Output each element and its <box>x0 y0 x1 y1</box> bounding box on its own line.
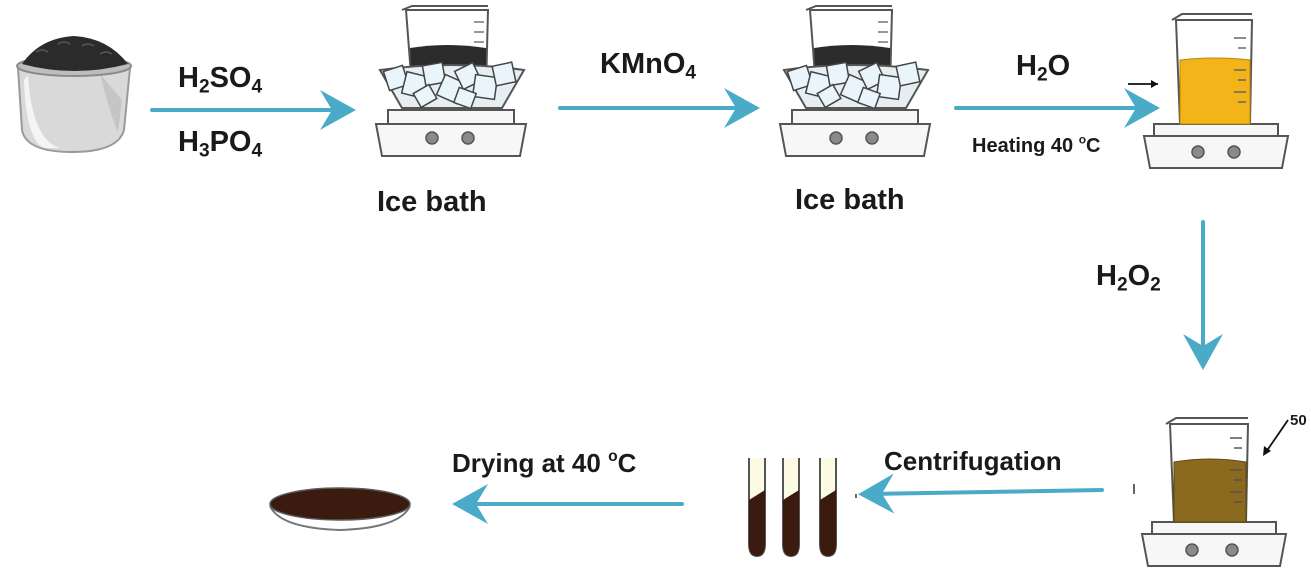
graphite-bowl-icon <box>16 36 132 154</box>
step-label-heating: Heating 40 oC <box>972 132 1101 157</box>
centrifuge-tubes-icon <box>748 458 857 558</box>
reagent-label-h2o2: H2O2 <box>1096 260 1161 296</box>
arrow-icon <box>150 88 1223 524</box>
reagent-label-kmno4: KMnO4 <box>600 48 697 84</box>
petri-dish-icon <box>269 487 411 532</box>
step-label-ice-bath-2: Ice bath <box>795 184 905 216</box>
hotplate-beaker-icon <box>1128 13 1290 169</box>
step-label-ice-bath-1: Ice bath <box>377 186 487 218</box>
step-label-centrifugation: Centrifugation <box>884 446 1062 476</box>
edge-fragment-number: 50 <box>1290 412 1307 429</box>
hotplate-beaker-icon <box>1133 417 1289 567</box>
ice-bath-beaker-icon <box>778 5 932 157</box>
reagent-label-h2o: H2O <box>1016 50 1071 86</box>
step-label-drying: Drying at 40 oC <box>452 448 637 478</box>
reagent-label-h3po4: H3PO4 <box>178 126 263 162</box>
reagent-label-h2so4: H2SO4 <box>178 62 263 98</box>
ice-bath-beaker-icon <box>374 5 528 157</box>
